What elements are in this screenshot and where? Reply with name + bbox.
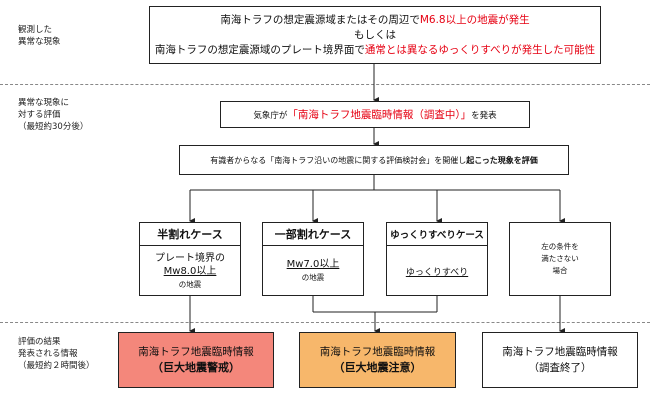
side-label-result: 評価の結果 発表される情報 （最短約２時間後） [18, 337, 95, 371]
result-ended-line2: （調査終了） [528, 362, 592, 374]
case-slow-slip: ゆっくりすべりケース ゆっくりすべり [386, 222, 488, 296]
result-advisory-line1: 南海トラフ地震臨時情報 [319, 346, 436, 358]
result-megaquake-warning: 南海トラフ地震臨時情報 （巨大地震警戒） [118, 332, 274, 388]
result-warning-line2: （巨大地震警戒） [152, 361, 240, 374]
observation-line3-text: 南海トラフの想定震源域のプレート境界面で [154, 43, 365, 56]
case-partial-rupture-line2: の地震 [301, 273, 325, 282]
case-half-rupture-magnitude: Mw8.0以上 [163, 265, 217, 277]
result-investigation-ended: 南海トラフ地震臨時情報 （調査終了） [482, 332, 638, 388]
observation-slow-slip-highlight: 通常とは異なるゆっくりすべりが発生した可能性 [364, 43, 596, 56]
result-advisory-line2: （巨大地震注意） [333, 361, 422, 374]
separator-bottom [0, 322, 650, 323]
case-partial-rupture: 一部割れケース Mw7.0以上 の地震 [262, 222, 364, 296]
case-half-rupture-line1: プレート境界の [155, 252, 225, 264]
case-partial-rupture-magnitude: Mw7.0以上 [286, 259, 340, 270]
jma-suffix: を発表 [471, 111, 497, 121]
case-half-rupture: 半割れケース プレート境界の Mw8.0以上 の地震 [139, 222, 241, 296]
jma-prefix: 気象庁が [253, 111, 288, 121]
side-label-observed: 観測した 異常な現象 [18, 25, 61, 47]
side-label-evaluation: 異常な現象に 対する評価 （最短約30分後） [18, 98, 89, 132]
observation-or: もしくは [354, 28, 396, 41]
jma-announcement-box: 気象庁が「南海トラフ地震臨時情報（調査中）」を発表 [220, 101, 530, 128]
observation-magnitude-highlight: M6.8以上の地震 [419, 13, 499, 26]
case-partial-rupture-title: 一部割れケース [263, 223, 363, 246]
case-not-met-line1: 左の条件を [541, 242, 579, 251]
observation-line3: 南海トラフの想定震源域のプレート境界面で通常とは異なるゆっくりすべりが発生した可… [155, 43, 595, 58]
result-ended-line1: 南海トラフ地震臨時情報 [502, 346, 618, 358]
committee-box: 有識者からなる「南海トラフ沿いの地震に関する評価検討会」を開催し起こった現象を評… [179, 145, 569, 175]
jma-info-highlight: 「南海トラフ地震臨時情報（調査中）」 [287, 109, 472, 121]
observation-box: 南海トラフの想定震源域またはその周辺でM6.8以上の地震が発生 もしくは 南海ト… [149, 6, 601, 64]
case-slow-slip-title: ゆっくりすべりケース [387, 223, 487, 246]
separator-top [0, 84, 650, 85]
case-not-met-line2: 満たさない [541, 254, 579, 263]
result-warning-line1: 南海トラフ地震臨時情報 [138, 346, 254, 358]
committee-evaluate-bold: 起こった現象を評価 [466, 155, 538, 165]
case-not-met: 左の条件を 満たさない 場合 [509, 222, 611, 296]
committee-text: 有識者からなる「南海トラフ沿いの地震に関する評価検討会」を開催し [210, 155, 467, 165]
result-megaquake-advisory: 南海トラフ地震臨時情報 （巨大地震注意） [299, 332, 456, 388]
observation-line1-text: 南海トラフの想定震源域またはその周辺で [220, 13, 420, 26]
case-half-rupture-line3: の地震 [178, 279, 202, 289]
observation-line1: 南海トラフの想定震源域またはその周辺でM6.8以上の地震が発生 [220, 13, 529, 28]
case-half-rupture-title: 半割れケース [140, 223, 240, 246]
observation-line1-suffix: が発生 [498, 13, 530, 26]
case-not-met-line3: 場合 [552, 266, 568, 275]
case-slow-slip-line1: ゆっくりすべり [405, 267, 469, 278]
